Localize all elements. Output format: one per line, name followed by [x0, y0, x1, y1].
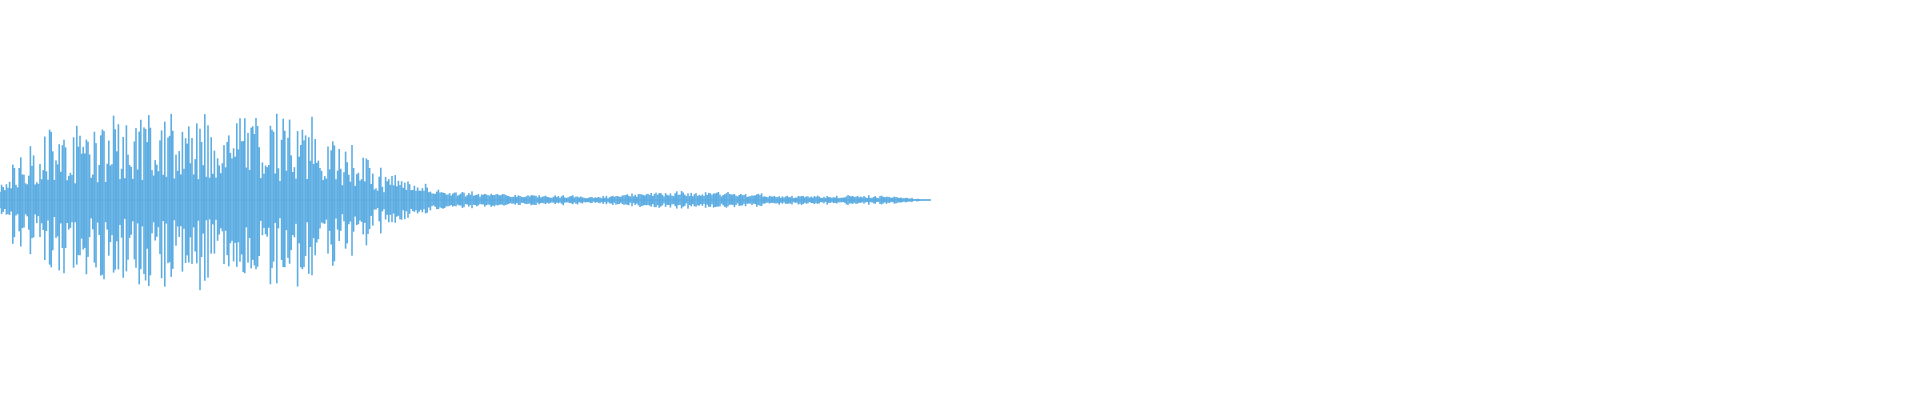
waveform-peaks — [0, 113, 931, 291]
